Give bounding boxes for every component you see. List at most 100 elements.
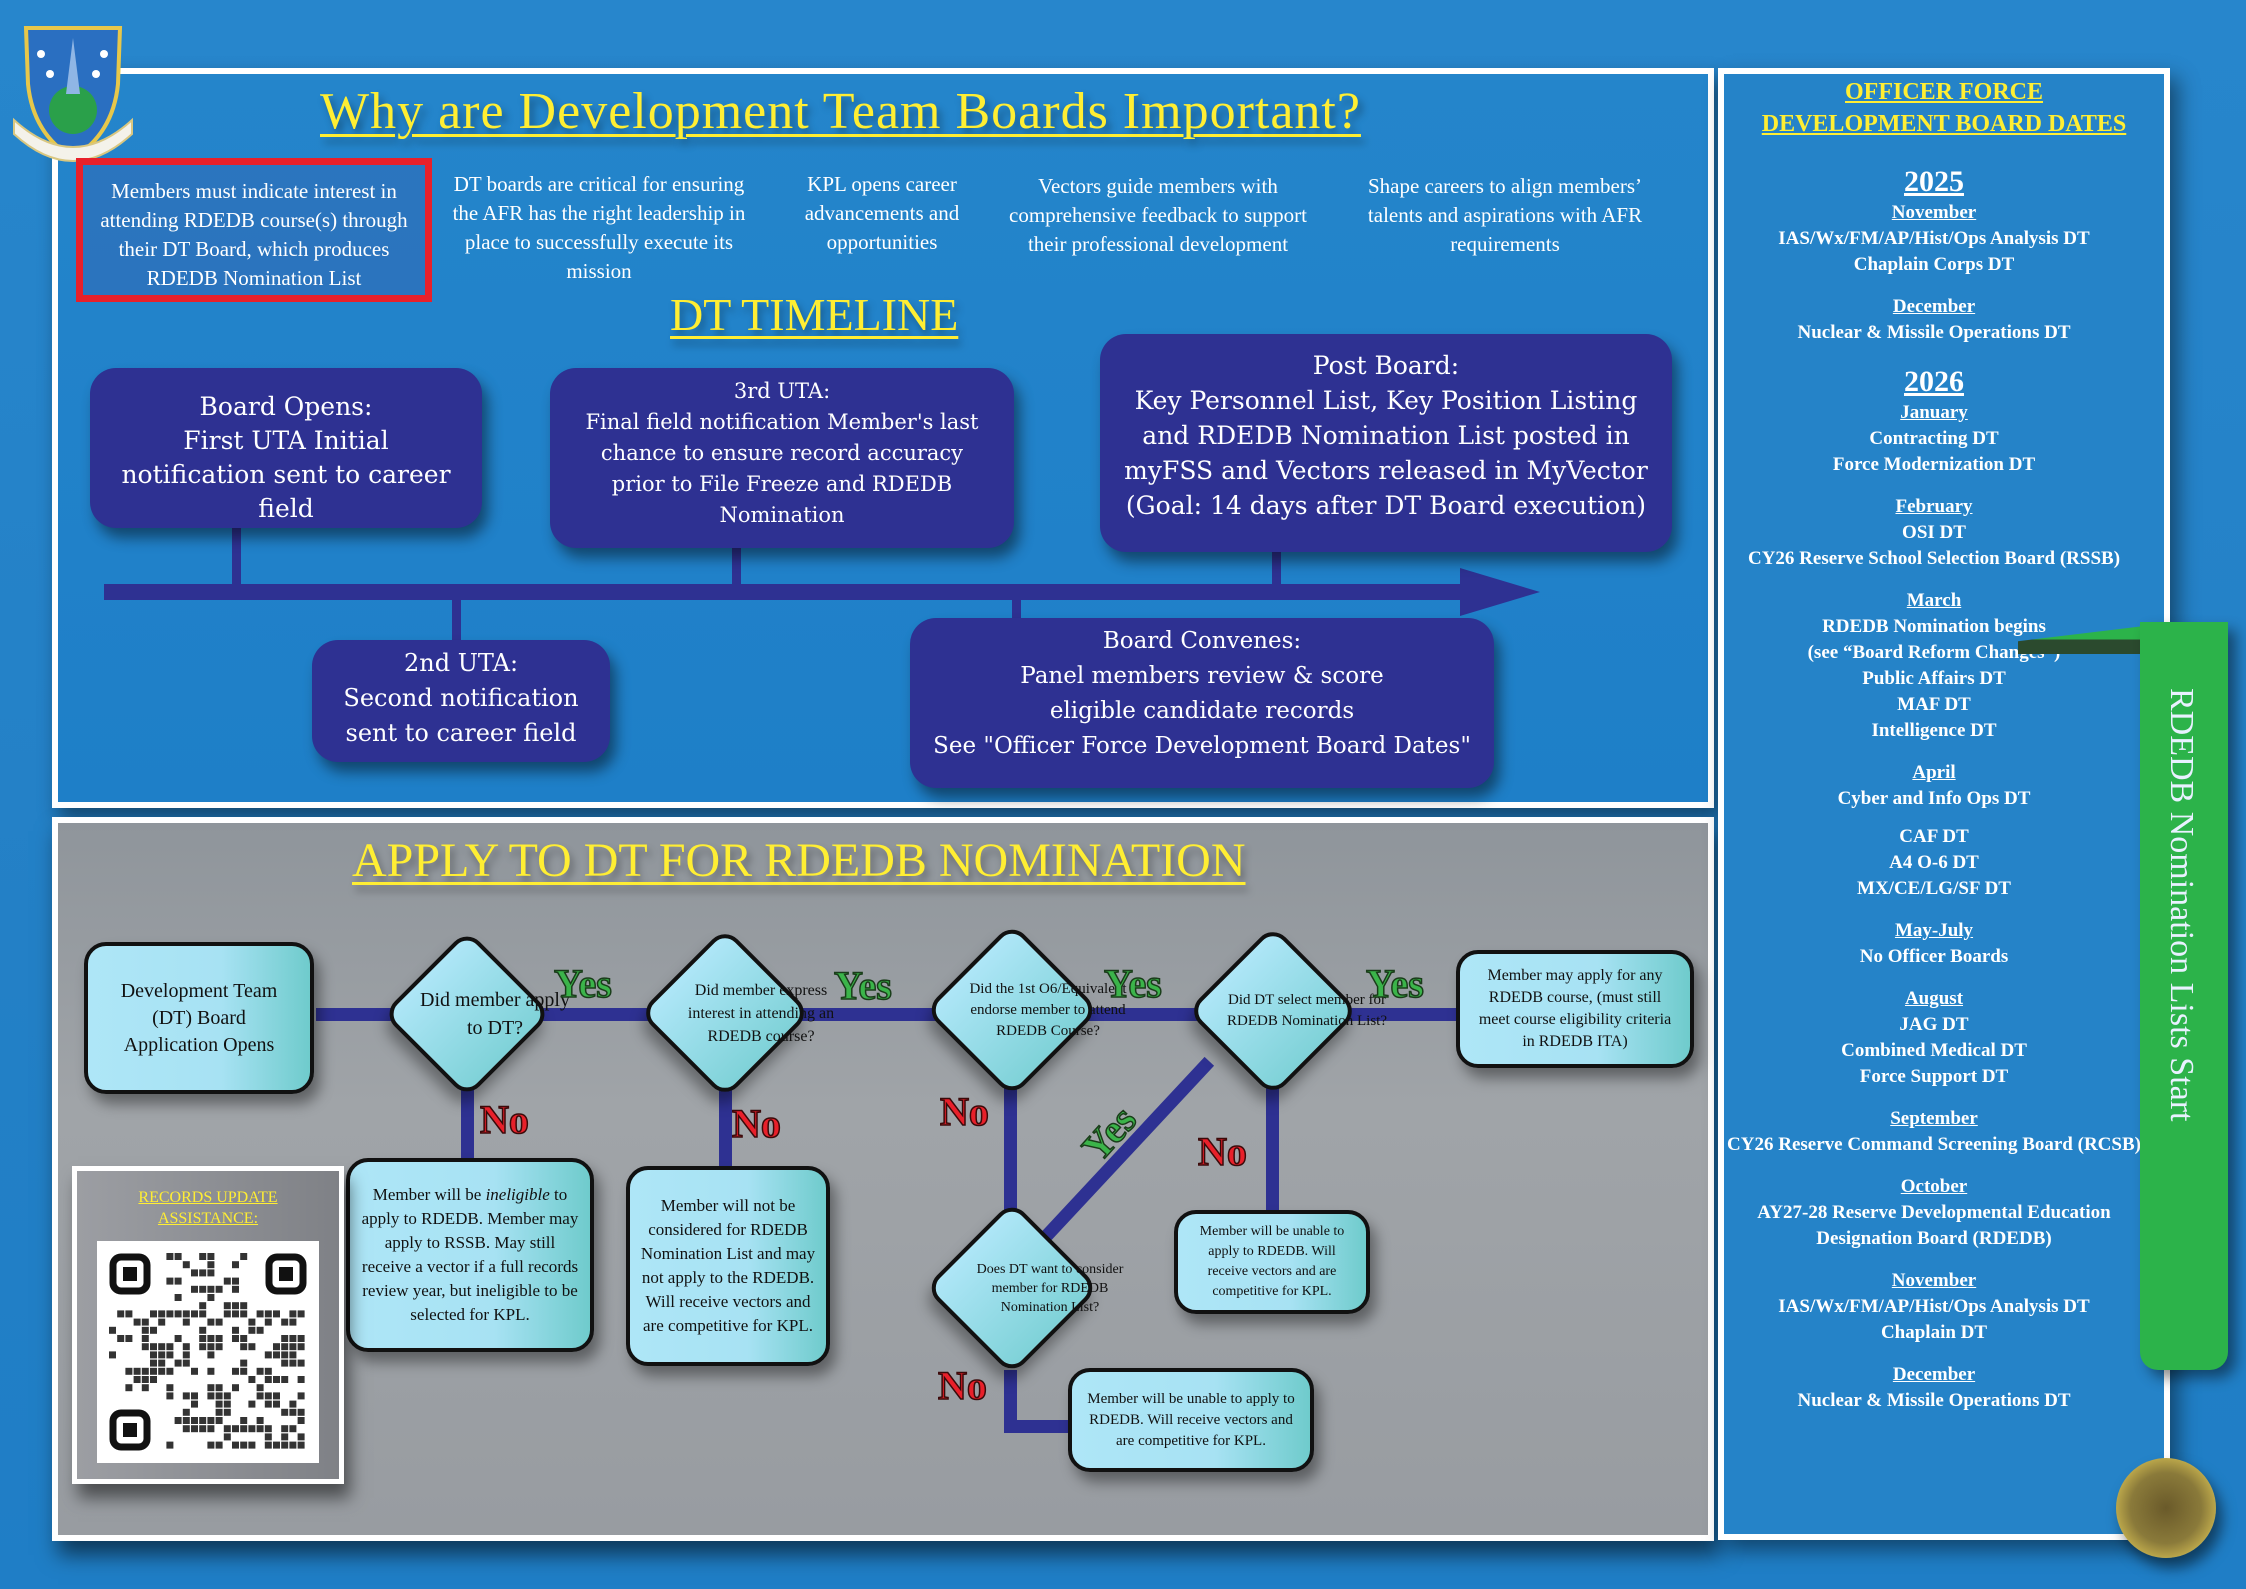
decision-dt-selected: Did DT select member for RDEDB Nominatio… bbox=[1186, 924, 1387, 1098]
qr-module bbox=[109, 1326, 116, 1334]
qr-module bbox=[174, 1359, 182, 1367]
timeline-note: See "Officer Force Development Board Dat… bbox=[933, 733, 1471, 759]
qr-module bbox=[215, 1335, 223, 1342]
qr-module bbox=[141, 1318, 149, 1326]
sidebar-title-line: DEVELOPMENT BOARD DATES bbox=[1761, 111, 2127, 137]
qr-module bbox=[264, 1351, 272, 1359]
qr-module bbox=[223, 1277, 231, 1285]
qr-module bbox=[174, 1310, 182, 1318]
timeline-connector bbox=[452, 598, 461, 642]
qr-module bbox=[281, 1318, 289, 1326]
qr-module bbox=[273, 1400, 280, 1408]
qr-module bbox=[273, 1351, 280, 1359]
outcome-text-part: to apply to RDEDB. Member may apply to R… bbox=[361, 1185, 579, 1324]
timeline-heading: Board Opens: bbox=[199, 392, 373, 421]
yes-label: Yes bbox=[553, 960, 612, 1007]
qr-module bbox=[207, 1294, 215, 1301]
qr-module bbox=[207, 1392, 215, 1400]
sidebar-title-line: OFFICER FORCE bbox=[1845, 79, 2043, 105]
qr-module bbox=[223, 1310, 231, 1318]
board-entry: Force Modernization DT bbox=[1832, 454, 2036, 475]
qr-module bbox=[174, 1253, 182, 1260]
board-entry: CY26 Reserve School Selection Board (RSS… bbox=[1747, 548, 2121, 569]
decision-text: Does DT want to consider member for RDED… bbox=[976, 1261, 1124, 1315]
no-label: No bbox=[937, 1362, 987, 1409]
qr-module bbox=[117, 1310, 125, 1318]
flow-line bbox=[719, 1080, 732, 1170]
qr-module bbox=[281, 1335, 289, 1342]
board-entry: Contracting DT bbox=[1869, 428, 1999, 449]
qr-module bbox=[281, 1351, 289, 1359]
qr-module bbox=[191, 1285, 198, 1293]
qr-module bbox=[150, 1310, 157, 1318]
qr-module bbox=[273, 1343, 280, 1351]
flow-line bbox=[1004, 1420, 1076, 1433]
decision-dt-consider: Does DT want to consider member for RDED… bbox=[924, 1200, 1123, 1376]
timeline-body: Final field notification Member's last c… bbox=[585, 410, 979, 527]
qr-module bbox=[297, 1310, 305, 1318]
no-label: No bbox=[731, 1100, 781, 1147]
outcome-not-selected: Member will be unable to apply to RDEDB.… bbox=[1174, 1210, 1370, 1314]
qr-module bbox=[166, 1253, 174, 1260]
qr-module bbox=[215, 1417, 223, 1424]
flow-line bbox=[1004, 1080, 1017, 1245]
records-update-title[interactable]: RECORDS UPDATE ASSISTANCE: bbox=[138, 1189, 278, 1227]
qr-module bbox=[223, 1408, 231, 1416]
no-label: No bbox=[1197, 1128, 1247, 1175]
qr-module bbox=[182, 1261, 190, 1269]
qr-module bbox=[232, 1367, 239, 1375]
board-entry: Cyber and Info Ops DT bbox=[1837, 788, 2031, 809]
qr-module bbox=[273, 1310, 280, 1318]
qr-module bbox=[289, 1359, 297, 1367]
qr-module bbox=[141, 1335, 149, 1342]
qr-module bbox=[125, 1310, 133, 1318]
qr-module bbox=[273, 1441, 280, 1449]
qr-module bbox=[232, 1285, 239, 1293]
qr-module bbox=[281, 1441, 289, 1449]
qr-module bbox=[182, 1318, 190, 1326]
timeline-title: DT TIMELINE bbox=[670, 289, 959, 340]
board-entry: CAF DT bbox=[1899, 826, 1969, 847]
qr-module bbox=[174, 1335, 182, 1342]
qr-module bbox=[215, 1392, 223, 1400]
qr-module bbox=[174, 1417, 182, 1424]
qr-module bbox=[264, 1318, 272, 1326]
board-entry: Public Affairs DT bbox=[1862, 668, 2006, 689]
board-entry: JAG DT bbox=[1899, 1014, 1969, 1035]
qr-module bbox=[133, 1367, 141, 1375]
qr-module bbox=[297, 1392, 305, 1400]
qr-module bbox=[141, 1367, 149, 1375]
qr-module bbox=[150, 1359, 157, 1367]
month-heading: October bbox=[1900, 1176, 1968, 1197]
qr-module bbox=[174, 1277, 182, 1285]
qr-module bbox=[191, 1367, 198, 1375]
qr-module bbox=[199, 1310, 207, 1318]
board-entry: MX/CE/LG/SF DT bbox=[1857, 878, 2011, 899]
qr-module bbox=[232, 1384, 239, 1392]
qr-module bbox=[223, 1400, 231, 1408]
decision-text: Did the 1st O6/Equivalent endorse member… bbox=[969, 980, 1127, 1039]
qr-module bbox=[232, 1335, 239, 1342]
timeline-heading: Post Board: bbox=[1312, 351, 1460, 380]
qr-module bbox=[109, 1351, 116, 1359]
qr-module bbox=[289, 1425, 297, 1433]
qr-module bbox=[256, 1367, 264, 1375]
qr-code-icon[interactable] bbox=[97, 1241, 319, 1463]
sidebar-title: OFFICER FORCE DEVELOPMENT BOARD DATES bbox=[1724, 76, 2164, 140]
qr-module bbox=[232, 1441, 239, 1449]
qr-module bbox=[133, 1318, 141, 1326]
qr-module bbox=[232, 1302, 239, 1310]
qr-module bbox=[182, 1310, 190, 1318]
qr-module bbox=[264, 1425, 272, 1433]
qr-module bbox=[248, 1441, 256, 1449]
qr-module bbox=[256, 1310, 264, 1318]
qr-module bbox=[166, 1384, 174, 1392]
qr-module bbox=[281, 1425, 289, 1433]
board-entry: Combined Medical DT bbox=[1841, 1040, 2027, 1061]
flow-line bbox=[316, 1008, 1456, 1021]
decision-o6-endorse: Did the 1st O6/Equivalent endorse member… bbox=[924, 922, 1127, 1098]
qr-module bbox=[297, 1417, 305, 1424]
qr-module bbox=[289, 1351, 297, 1359]
qr-module bbox=[240, 1310, 248, 1318]
